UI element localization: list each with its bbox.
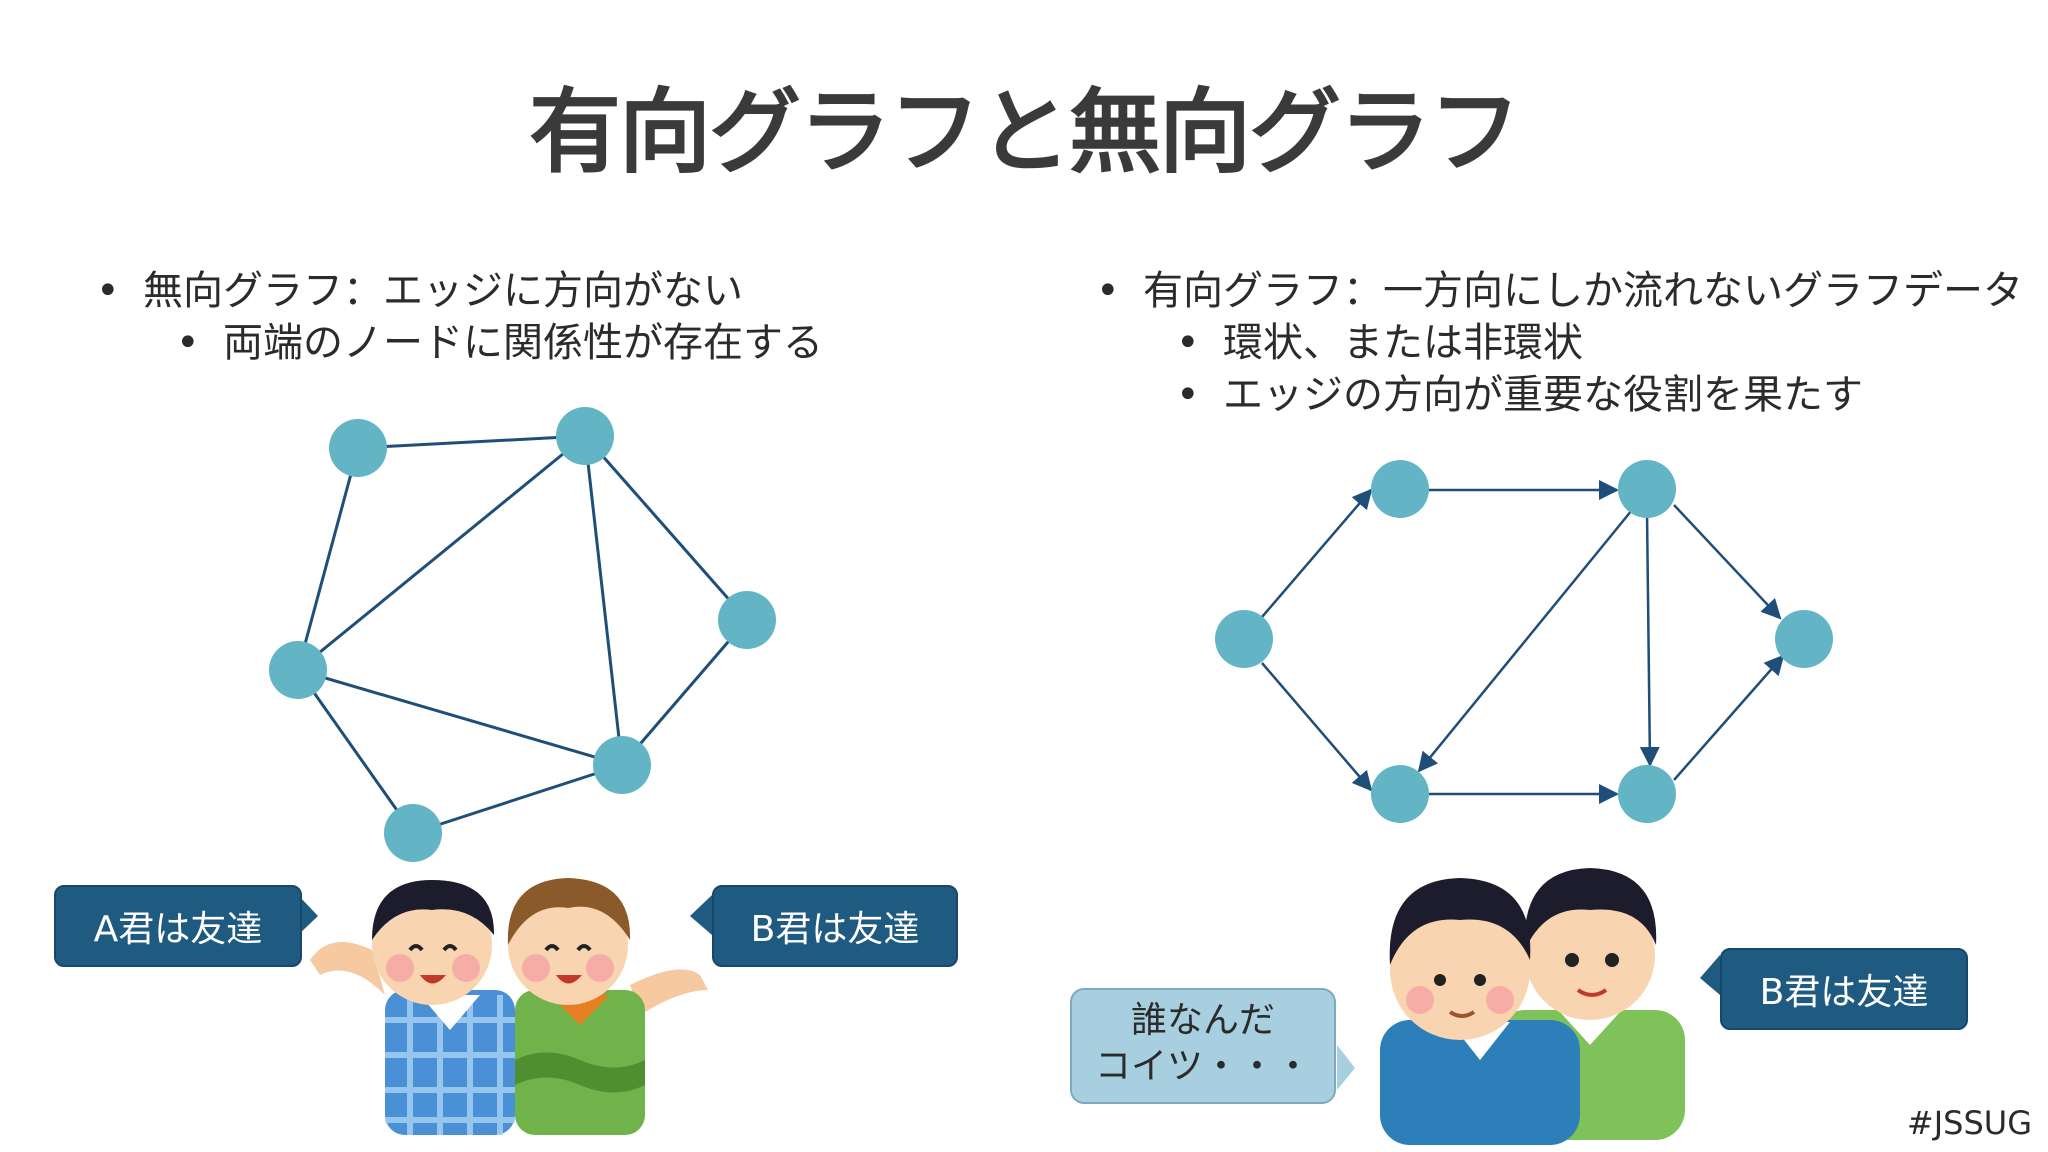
speech-bubble-who: 誰なんだ コイツ・・・ (1070, 988, 1336, 1104)
bullet-text: エッジの方向が重要な役割を果たす (1223, 372, 1863, 418)
bullet-dot: • (1096, 268, 1120, 314)
bullet-text: 両端のノードに関係性が存在する (223, 320, 823, 366)
bullet-subitem: • 環状、または非環状 (1096, 317, 2023, 369)
bullet-subitem: • 両端のノードに関係性が存在する (96, 317, 823, 369)
graph-edge (296, 447, 360, 671)
graph-edge (583, 435, 749, 621)
graph-edge (412, 763, 623, 835)
bullet-text: 環状、または非環状 (1223, 320, 1583, 366)
bubble-tail (1337, 1045, 1355, 1090)
graph-node (718, 591, 776, 649)
graph-node (1618, 765, 1676, 823)
boy-b-hair (507, 878, 631, 945)
speech-bubble-b-friend: B君は友達 (712, 885, 958, 967)
graph-node (1215, 610, 1273, 668)
bubble-line: 誰なんだ (1130, 1000, 1275, 1041)
man-b-hair (1524, 868, 1657, 950)
boy-a-hair (372, 880, 495, 940)
graph-node (593, 736, 651, 794)
graph-node (556, 407, 614, 465)
graph-edge (297, 668, 623, 767)
graph-edge (297, 434, 586, 672)
graph-directed-edge (1639, 511, 1660, 767)
bubble-tail (690, 895, 712, 935)
bullet-dot: • (1176, 320, 1200, 366)
graph-node (1371, 765, 1429, 823)
boy-b-arm (630, 969, 708, 1015)
graph-node (329, 419, 387, 477)
directed-bullet-list: • 有向グラフ：一方向にしか流れないグラフデータ • 環状、または非環状 • エ… (1096, 265, 2023, 421)
man-a-hair (1389, 878, 1531, 965)
graph-edge (296, 669, 415, 834)
bullet-item: • 有向グラフ：一方向にしか流れないグラフデータ (1096, 265, 2023, 317)
bullet-dot: • (96, 268, 120, 314)
bullet-dot: • (1176, 372, 1200, 418)
graph-edge (620, 619, 749, 766)
speech-bubble-b-friend-right: B君は友達 (1720, 948, 1968, 1030)
hashtag-label: #JSSUG (1906, 1104, 2032, 1142)
graph-directed-edge (1261, 488, 1373, 618)
graph-edge (583, 435, 624, 766)
graph-node (1371, 460, 1429, 518)
slide-title: 有向グラフと無向グラフ (528, 79, 1521, 186)
undirected-graph-nodes (269, 407, 776, 862)
two-friends-illustration (310, 878, 708, 1135)
bubble-tail (1700, 955, 1720, 995)
bullet-subitem: • エッジの方向が重要な役割を果たす (1096, 369, 2023, 421)
undirected-graph (296, 434, 749, 835)
man-a-sweater (1380, 1020, 1580, 1145)
undirected-bullet-list: • 無向グラフ：エッジに方向がない • 両端のノードに関係性が存在する (96, 265, 823, 369)
directed-graph-nodes (1215, 460, 1833, 823)
graph-node (1775, 610, 1833, 668)
graph-node (269, 641, 327, 699)
graph-directed-edge (1261, 662, 1373, 792)
bullet-text: 有向グラフ：一方向にしか流れないグラフデータ (1143, 268, 2023, 314)
boy-a-shirt (385, 990, 515, 1135)
graph-directed-edge (1673, 654, 1785, 781)
graph-node (1618, 460, 1676, 518)
man-b-head (1525, 890, 1655, 1020)
bubble-line: コイツ・・・ (1094, 1046, 1311, 1087)
directed-graph (1261, 480, 1785, 804)
boy-a-arm (310, 942, 385, 995)
two-men-illustration (1380, 868, 1685, 1145)
bullet-text: 無向グラフ：エッジに方向がない (143, 268, 743, 314)
bullet-item: • 無向グラフ：エッジに方向がない (96, 265, 823, 317)
speech-bubble-a-friend: A君は友達 (54, 885, 302, 967)
graph-node (384, 804, 442, 862)
bubble-tail (298, 895, 318, 935)
bullet-dot: • (176, 320, 200, 366)
graph-directed-edge (1417, 509, 1633, 773)
graph-directed-edge (1673, 504, 1782, 620)
graph-edge (357, 434, 586, 450)
